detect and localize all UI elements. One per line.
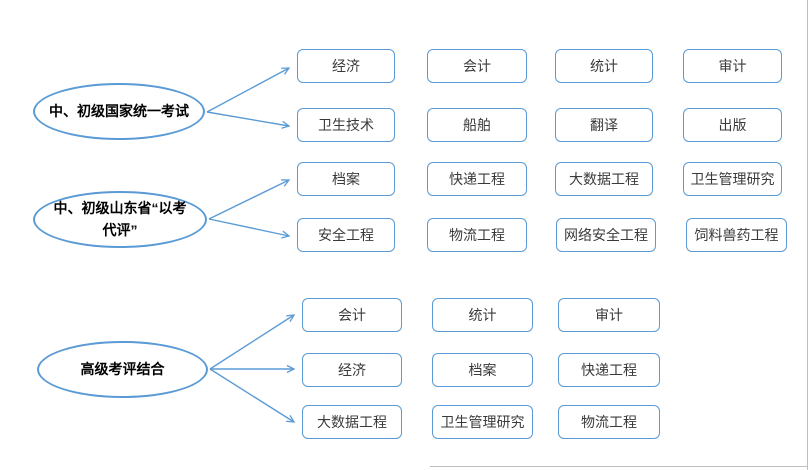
- category-box: 饲料兽药工程: [686, 218, 787, 252]
- category-box: 快递工程: [427, 162, 527, 196]
- category-box: 大数据工程: [302, 405, 402, 439]
- arrow-g1-r2: [206, 111, 291, 129]
- category-box: 物流工程: [427, 218, 527, 252]
- page-frame-right-edge: [806, 0, 808, 470]
- category-box: 档案: [432, 353, 533, 387]
- arrow-g2-r1: [208, 179, 291, 220]
- ellipse-senior-exam-evaluation: 高级考评结合: [37, 341, 208, 398]
- arrow-g3-r3: [209, 368, 296, 423]
- category-box: 卫生技术: [297, 108, 395, 142]
- category-box: 物流工程: [558, 405, 660, 439]
- category-box: 安全工程: [297, 218, 395, 252]
- category-box: 会计: [302, 298, 402, 332]
- category-box: 出版: [683, 108, 782, 142]
- category-box: 会计: [427, 49, 527, 83]
- category-box: 统计: [432, 298, 533, 332]
- ellipse-national-unified-exam: 中、初级国家统一考试: [33, 83, 205, 140]
- arrow-g3-r1: [209, 314, 296, 370]
- category-box: 快递工程: [558, 353, 660, 387]
- arrow-g2-r2: [208, 218, 291, 239]
- category-box: 翻译: [555, 108, 653, 142]
- category-box: 大数据工程: [555, 162, 653, 196]
- ellipse-shandong-exam-for-evaluation: 中、初级山东省“以考代评”: [33, 191, 207, 248]
- category-box: 审计: [683, 49, 782, 83]
- page-frame-bottom-edge: [430, 466, 808, 468]
- category-box: 经济: [297, 49, 395, 83]
- arrow-g1-r1: [206, 67, 291, 113]
- category-box: 经济: [302, 353, 402, 387]
- category-box: 网络安全工程: [556, 218, 656, 252]
- category-box: 统计: [555, 49, 653, 83]
- category-box: 船舶: [427, 108, 527, 142]
- category-box: 卫生管理研究: [432, 405, 533, 439]
- category-box: 卫生管理研究: [683, 162, 782, 196]
- category-box: 审计: [558, 298, 660, 332]
- category-box: 档案: [297, 162, 395, 196]
